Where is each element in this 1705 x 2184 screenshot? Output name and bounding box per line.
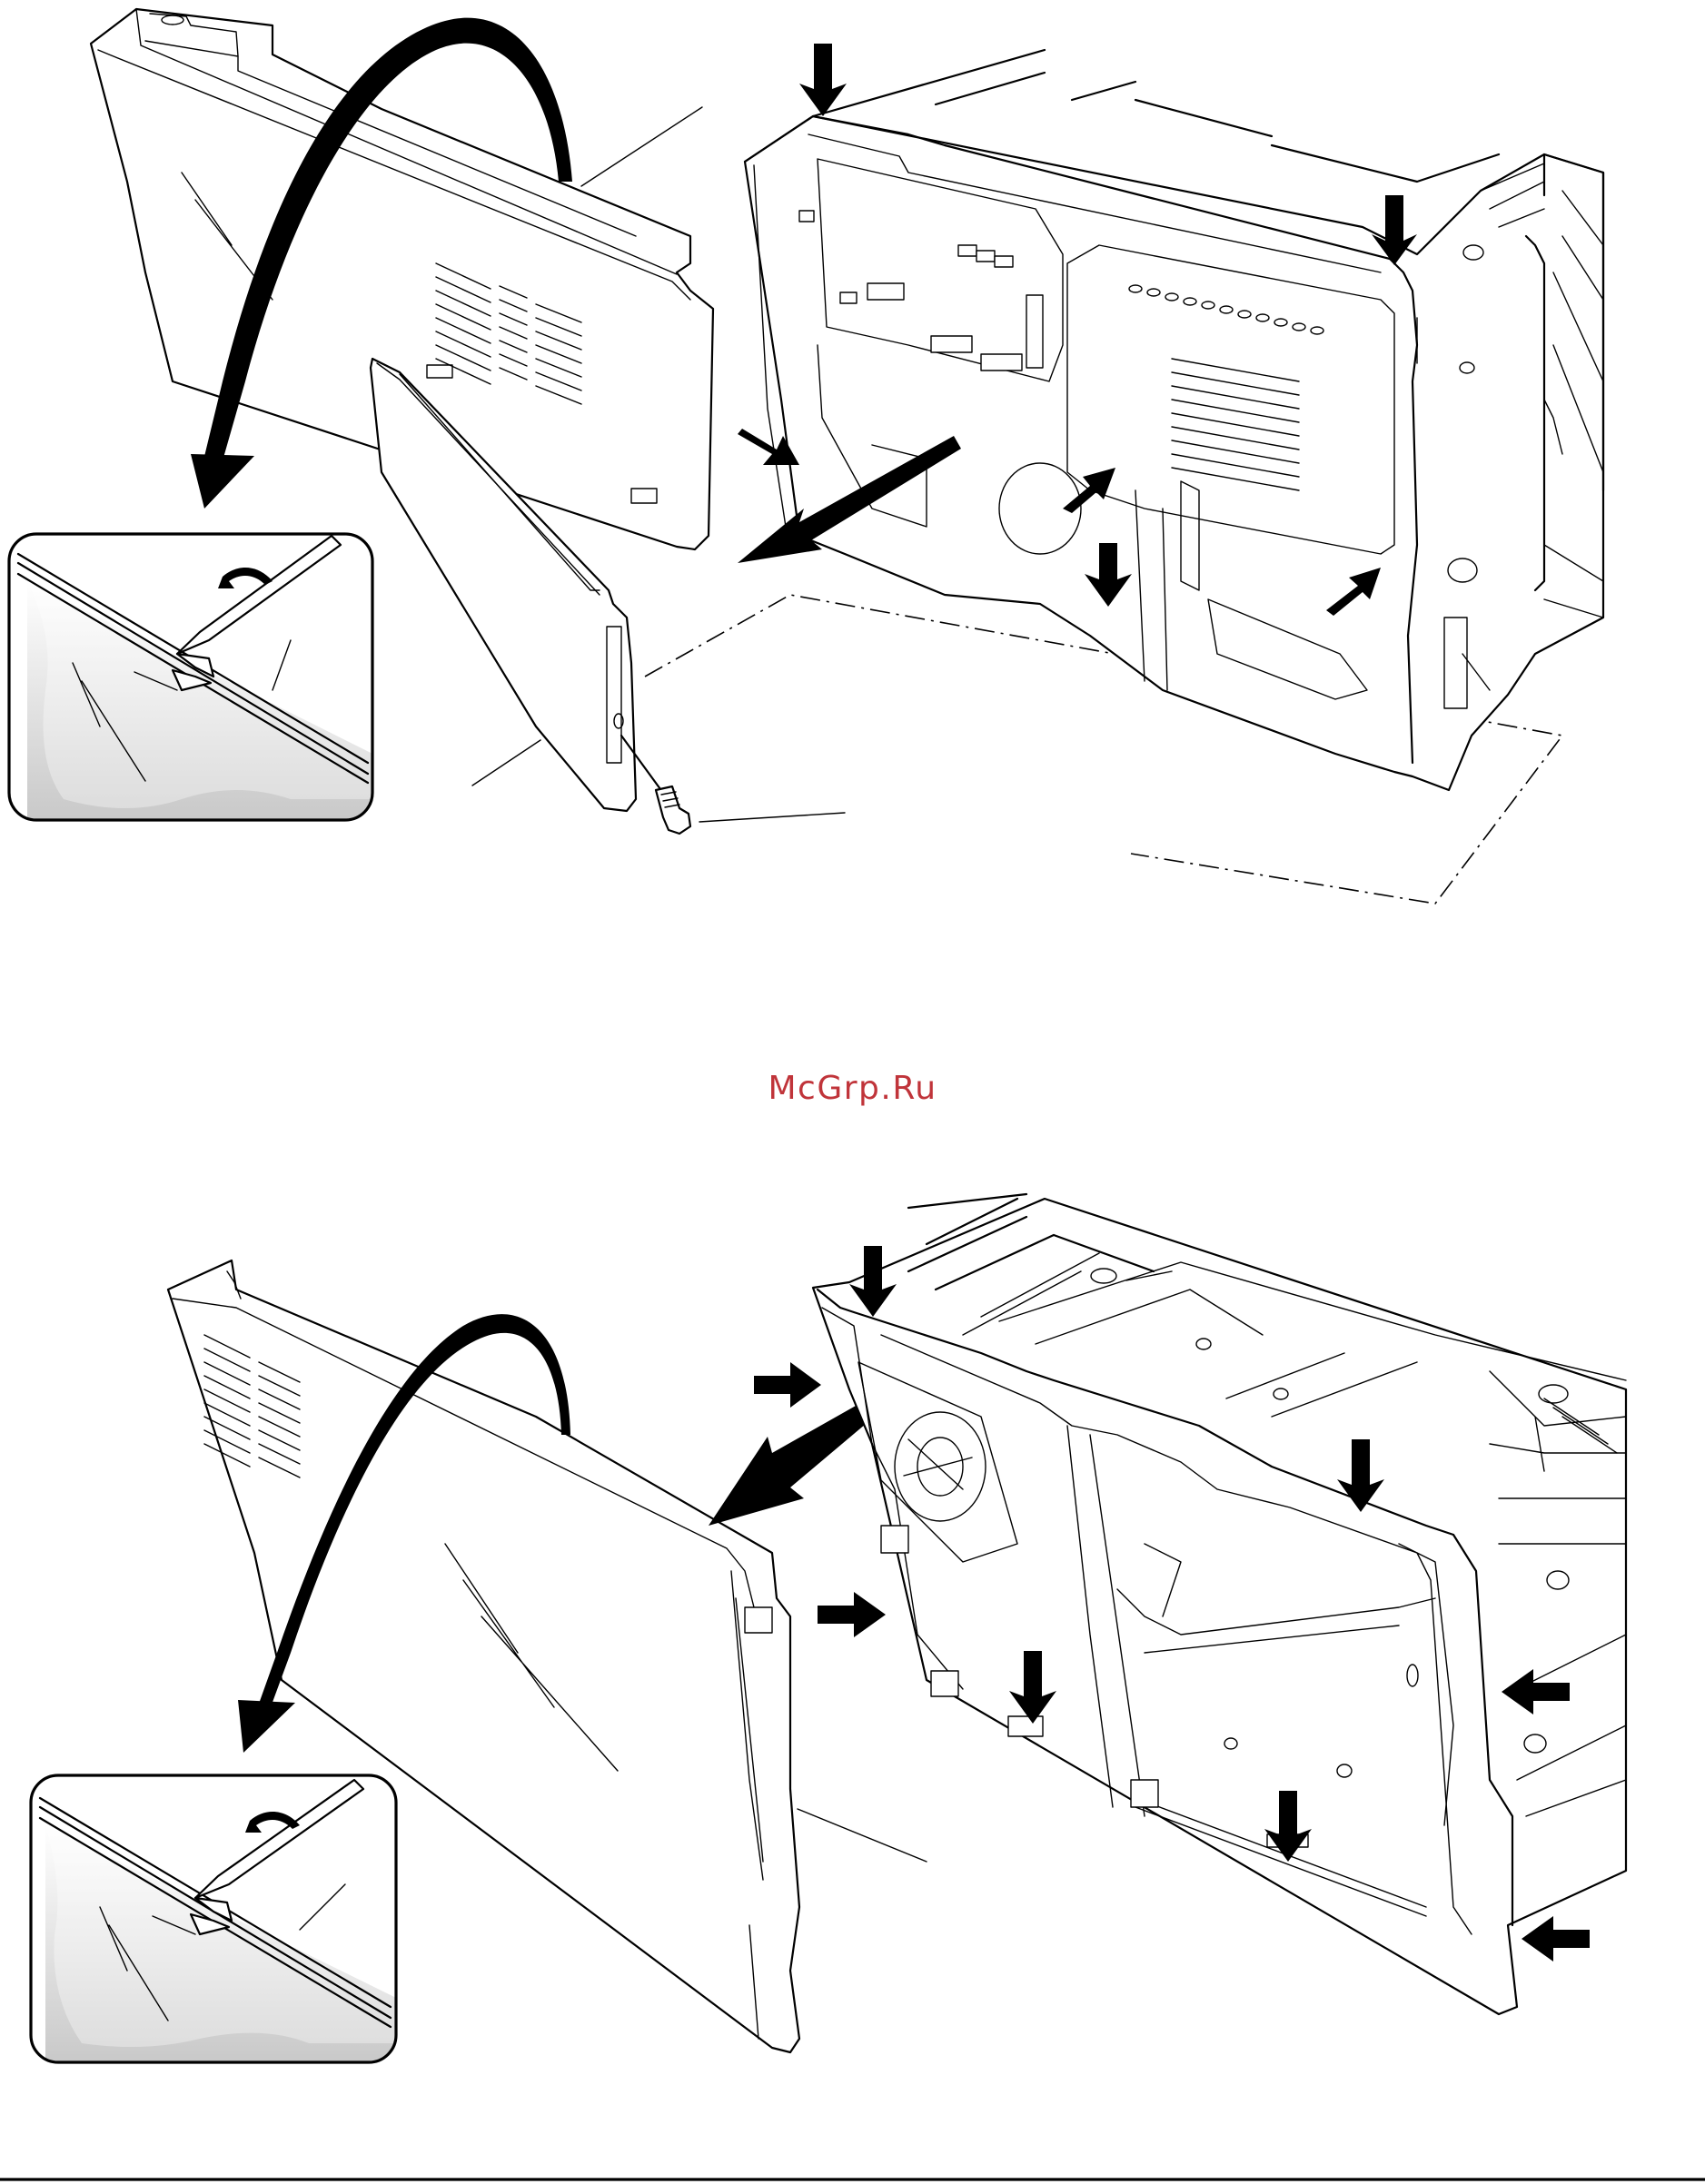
callout-line	[798, 1809, 927, 1862]
watermark-text: McGrp.Ru	[0, 1070, 1705, 1107]
lower-figure	[31, 1194, 1626, 2066]
printer-chassis-lower	[813, 1194, 1626, 2014]
removal-arrow-icon	[709, 1394, 883, 1526]
upper-detail-inset	[9, 534, 372, 822]
upper-figure	[9, 9, 1603, 904]
printer-chassis-upper	[745, 50, 1603, 790]
lower-detail-inset	[31, 1775, 396, 2066]
